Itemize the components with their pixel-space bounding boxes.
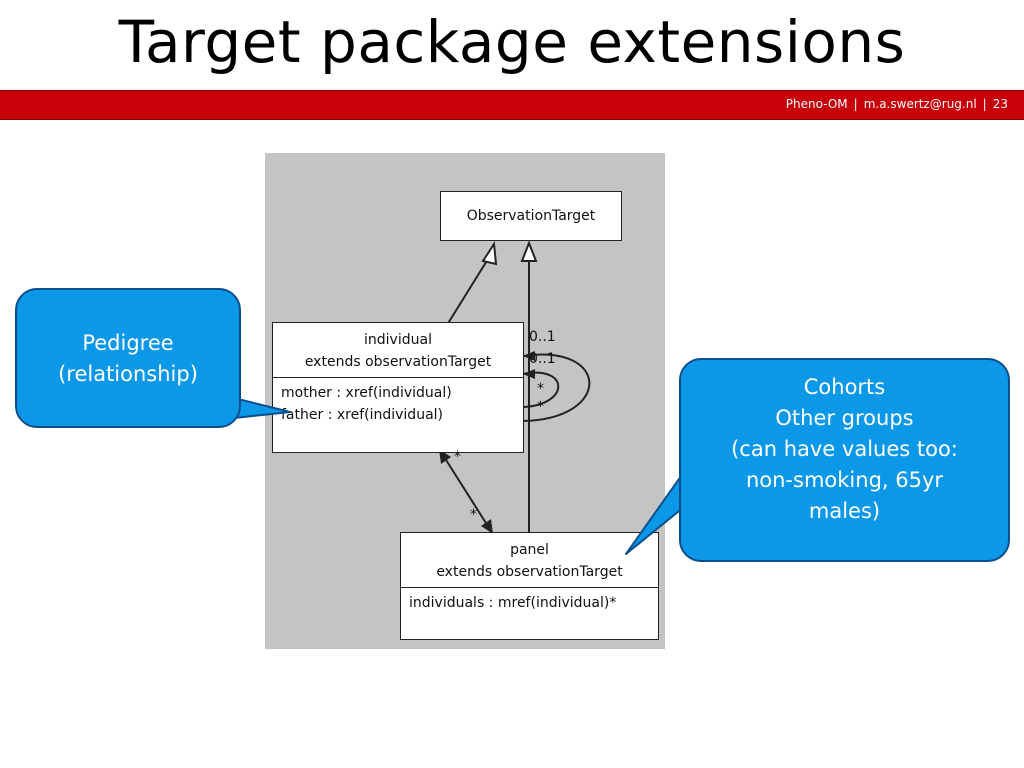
multiplicity-star-2: * [537,399,544,415]
individual-class: individual extends observationTarget mot… [272,322,524,453]
footer-separator: | [982,97,987,111]
slide-footer: Pheno-OM | m.a.swertz@rug.nl | 23 [786,97,1008,111]
generalization-arrowhead-individual [481,241,498,266]
cohorts-callout: Cohorts Other groups (can have values to… [679,358,1010,562]
association-line-individual-panel [440,451,492,532]
cohorts-callout-line-3: (can have values too: [731,437,958,461]
association-arrowhead-panel [481,519,493,534]
uml-diagram: ObservationTarget individual extends obs… [265,153,665,649]
footer-email: m.a.swertz@rug.nl [863,97,977,111]
association-arrowhead-self-2 [523,369,535,379]
multiplicity-star-3: * [454,449,461,465]
individual-attributes: mother : xref(individual) father : xref(… [273,377,523,430]
multiplicity-star-1: * [537,381,544,397]
individual-attribute-father: father : xref(individual) [281,407,443,423]
panel-attributes: individuals : mref(individual)* [401,587,658,618]
observation-target-class: ObservationTarget [440,191,622,241]
multiplicity-self-top: 0..1 [529,329,556,345]
panel-class-extends: extends observationTarget [436,564,623,580]
association-arrowhead-self-1 [523,351,535,361]
self-association-loop-outer [522,353,591,422]
individual-attribute-mother: mother : xref(individual) [281,385,452,401]
self-association-loop-inner [522,371,560,408]
slide-title: Target package extensions [118,8,906,76]
individual-class-extends: extends observationTarget [304,354,492,370]
generalization-line-individual [446,258,489,326]
cohorts-callout-line-2: Other groups [775,406,914,430]
observation-target-label: ObservationTarget [466,208,596,224]
pedigree-callout-line-2: (relationship) [58,362,198,386]
panel-class: panel extends observationTarget individu… [400,532,659,640]
diagram-connectors [439,240,591,534]
panel-attribute-individuals: individuals : mref(individual)* [409,595,617,611]
header-bar: Pheno-OM | m.a.swertz@rug.nl | 23 [0,90,1024,120]
cohorts-callout-line-5: males) [808,499,881,523]
footer-project: Pheno-OM [785,97,848,111]
multiplicity-star-4: * [470,507,477,523]
individual-class-name: individual [364,332,432,348]
pedigree-callout-line-1: Pedigree [82,331,174,355]
generalization-arrowhead-panel [520,240,538,262]
cohorts-callout-line-1: Cohorts [803,375,886,399]
multiplicity-self-mid: 0..1 [529,351,556,367]
panel-class-name: panel [510,542,549,558]
footer-page-number: 23 [992,97,1008,111]
cohorts-callout-line-4: non-smoking, 65yr [745,468,944,492]
pedigree-callout: Pedigree (relationship) [15,288,241,428]
footer-separator: | [853,97,858,111]
